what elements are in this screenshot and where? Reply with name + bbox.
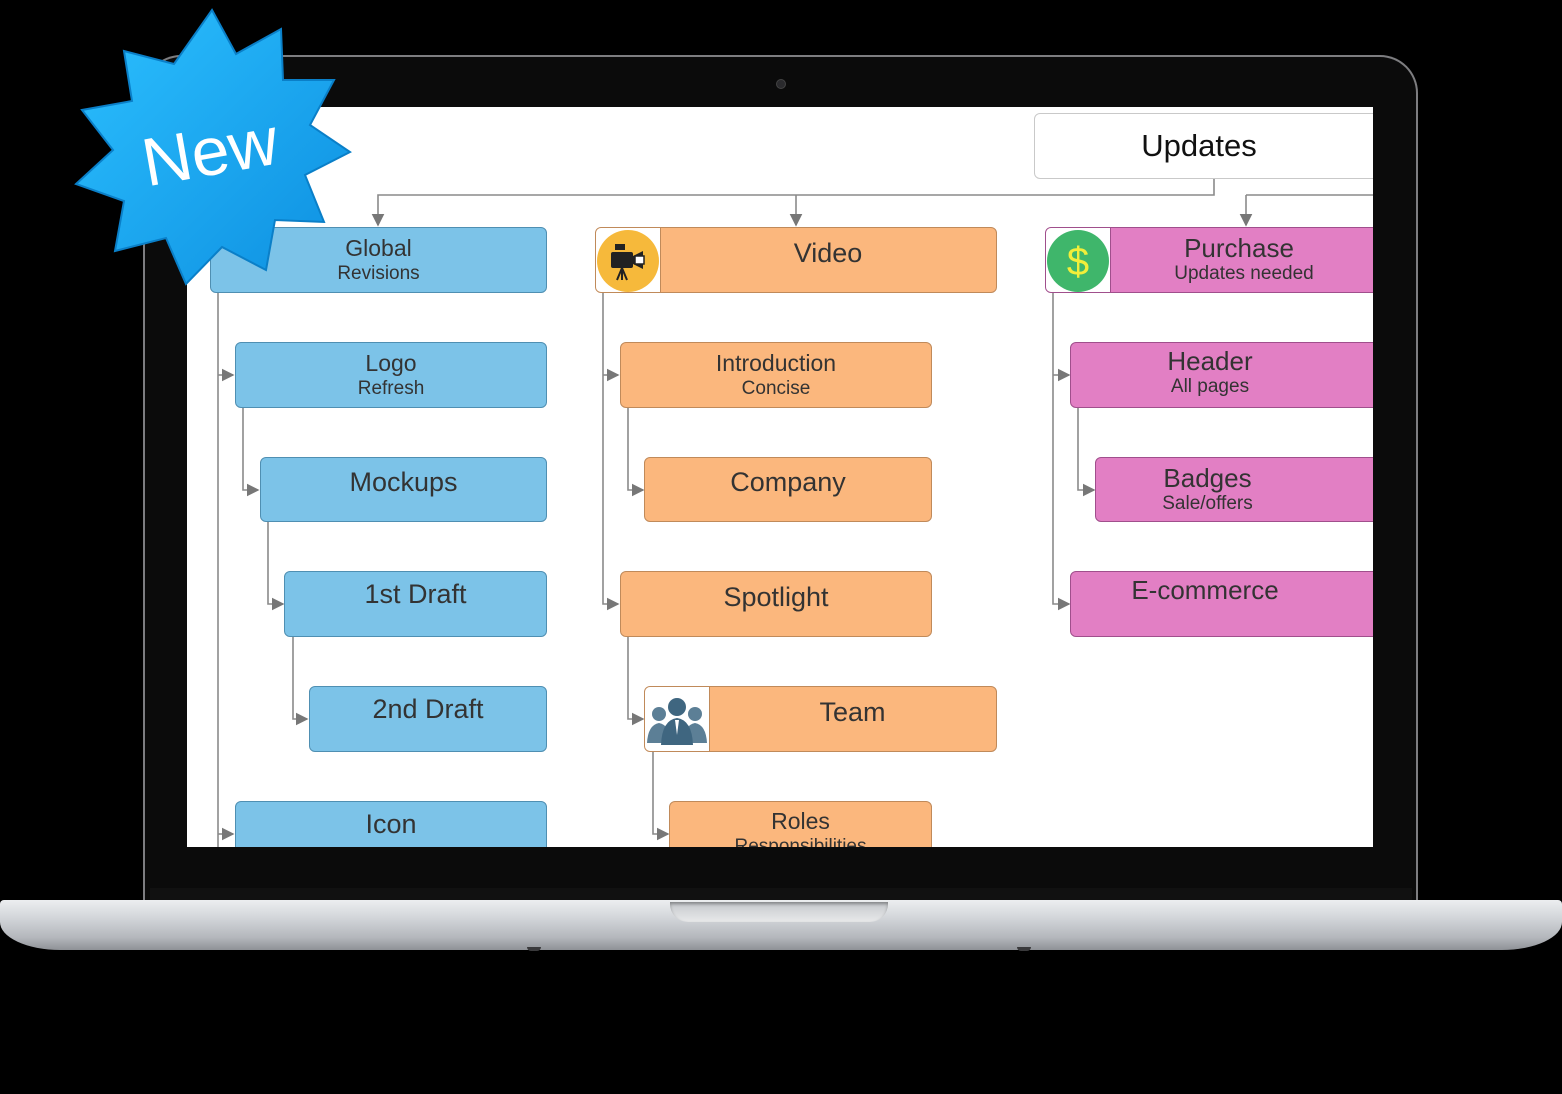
node-title: Header: [1167, 346, 1253, 376]
purchase-icon-box: $: [1046, 228, 1111, 292]
new-badge: New: [74, 8, 352, 286]
node-ecommerce[interactable]: E-commerce: [1070, 571, 1373, 637]
node-subtitle: Updates needed: [1174, 263, 1314, 284]
node-logo[interactable]: Logo Refresh: [235, 342, 547, 408]
node-purchase[interactable]: $ Purchase Updates needed: [1045, 227, 1373, 293]
laptop-thumb-notch: [670, 902, 888, 922]
node-company[interactable]: Company: [644, 457, 932, 522]
node-subtitle: Sale/offers: [1162, 493, 1253, 514]
node-spotlight[interactable]: Spotlight: [620, 571, 932, 637]
video-camera-icon: [597, 230, 659, 292]
node-title: Global: [345, 235, 412, 261]
root-node-label: Updates: [1141, 128, 1257, 163]
video-icon-box: [596, 228, 661, 292]
node-2nd-draft[interactable]: 2nd Draft: [309, 686, 547, 752]
node-title: Introduction: [715, 350, 837, 376]
node-title: 1st Draft: [364, 579, 467, 609]
team-people-icon: [647, 698, 707, 745]
node-1st-draft[interactable]: 1st Draft: [284, 571, 547, 637]
node-title: Logo: [365, 350, 417, 376]
node-title: Company: [730, 467, 846, 497]
laptop-hinge: [150, 888, 1412, 902]
mind-map-screen: Updates Global Revisions Logo Refresh Mo…: [187, 107, 1373, 847]
node-title: Spotlight: [723, 582, 829, 612]
team-icon-box: [645, 687, 710, 751]
dollar-icon: $: [1047, 230, 1109, 292]
node-icon[interactable]: Icon: [235, 801, 547, 847]
camera-icon: [776, 79, 786, 89]
node-team[interactable]: Team: [644, 686, 997, 752]
node-badges[interactable]: Badges Sale/offers: [1095, 457, 1373, 522]
node-title: Icon: [365, 809, 417, 839]
node-video[interactable]: Video: [595, 227, 997, 293]
node-title: Team: [819, 697, 886, 727]
node-subtitle: All pages: [1170, 376, 1250, 397]
node-subtitle: Refresh: [357, 378, 425, 399]
laptop-foot: [1017, 947, 1031, 951]
node-title: Badges: [1163, 463, 1252, 493]
svg-text:$: $: [1067, 240, 1089, 284]
node-title: Roles: [771, 808, 830, 834]
node-title: E-commerce: [1131, 575, 1279, 605]
node-title: Video: [793, 238, 863, 268]
laptop-foot: [527, 947, 541, 951]
node-title: Mockups: [349, 467, 458, 497]
node-roles[interactable]: Roles Responsibilities: [669, 801, 932, 847]
node-title: Purchase: [1184, 233, 1294, 263]
node-subtitle: Revisions: [337, 263, 420, 284]
node-subtitle: Concise: [741, 378, 811, 399]
node-introduction[interactable]: Introduction Concise: [620, 342, 932, 408]
node-header[interactable]: Header All pages: [1070, 342, 1373, 408]
root-node-updates[interactable]: Updates: [1034, 113, 1373, 179]
node-subtitle: Responsibilities: [734, 836, 867, 847]
node-mockups[interactable]: Mockups: [260, 457, 547, 522]
node-title: 2nd Draft: [372, 694, 484, 724]
node-global[interactable]: Global Revisions: [210, 227, 547, 293]
connector-lines: [217, 178, 1373, 847]
